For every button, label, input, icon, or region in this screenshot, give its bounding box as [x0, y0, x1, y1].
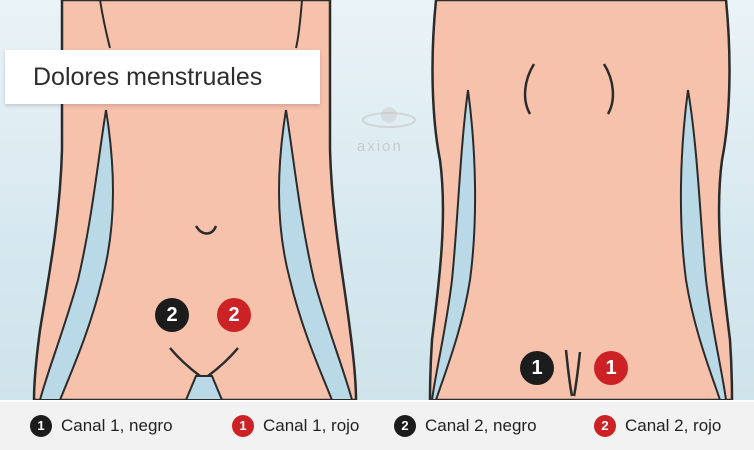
- legend-item-canal-2-rojo: 2 Canal 2, rojo: [594, 402, 721, 450]
- watermark-logo-icon: [361, 104, 417, 134]
- legend-item-canal-2-negro: 2 Canal 2, negro: [394, 402, 537, 450]
- front-point-black-badge: 2: [155, 298, 189, 332]
- back-point-black-badge: 1: [520, 351, 554, 385]
- back-body-figure: [430, 0, 732, 400]
- back-point-red-badge: 1: [594, 351, 628, 385]
- legend-item-canal-1-rojo: 1 Canal 1, rojo: [232, 402, 359, 450]
- title-banner: Dolores menstruales: [5, 50, 320, 104]
- front-point-red-badge: 2: [217, 298, 251, 332]
- legend-badge: 2: [594, 415, 616, 437]
- legend-label: Canal 2, negro: [425, 416, 537, 436]
- legend-label: Canal 2, rojo: [625, 416, 721, 436]
- watermark-text: axion: [357, 138, 403, 155]
- legend-item-canal-1-negro: 1 Canal 1, negro: [30, 402, 173, 450]
- legend-label: Canal 1, rojo: [263, 416, 359, 436]
- legend-badge: 1: [232, 415, 254, 437]
- legend-badge: 1: [30, 415, 52, 437]
- page-title: Dolores menstruales: [33, 63, 262, 92]
- watermark: axion: [355, 104, 425, 156]
- legend-label: Canal 1, negro: [61, 416, 173, 436]
- legend: 1 Canal 1, negro 1 Canal 1, rojo 2 Canal…: [0, 402, 754, 450]
- legend-badge: 2: [394, 415, 416, 437]
